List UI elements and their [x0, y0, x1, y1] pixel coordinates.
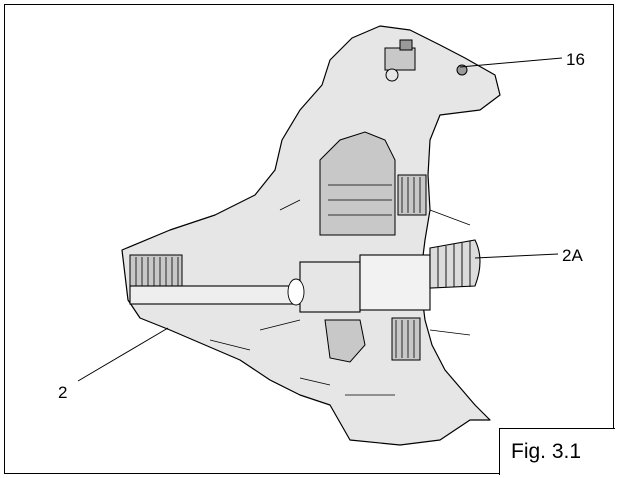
splined-shaft-end	[429, 239, 481, 289]
right-clutch-lower	[391, 317, 421, 361]
shaft-body	[359, 254, 431, 311]
callout-label-2: 2	[58, 383, 68, 402]
callout-label-2a: 2A	[562, 246, 583, 265]
right-clutch-upper	[397, 174, 427, 216]
leader-2a	[474, 253, 559, 259]
shaft-hub	[299, 261, 361, 313]
leader-2	[77, 327, 169, 382]
upper-gear	[319, 131, 396, 236]
leader-16	[459, 57, 563, 68]
callout-label-16: 16	[566, 50, 585, 69]
valve-fitting	[384, 47, 416, 71]
lower-gear	[324, 319, 366, 363]
housing-body	[121, 25, 501, 446]
figure-caption: Fig. 3.1	[511, 440, 582, 463]
figure-caption-box	[499, 428, 615, 475]
